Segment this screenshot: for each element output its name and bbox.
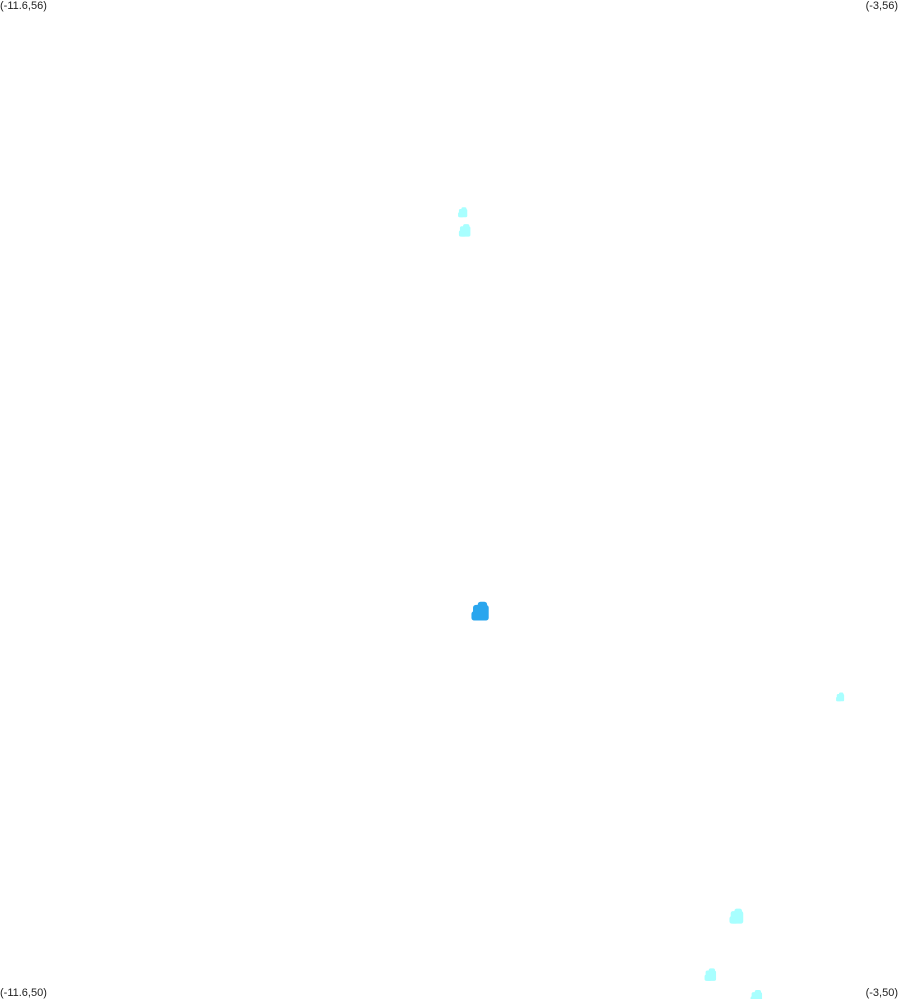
map-feature-block — [754, 990, 762, 996]
map-feature-block — [463, 224, 470, 230]
feature-layer — [458, 207, 845, 999]
map-feature-block — [734, 908, 742, 915]
map-feature-block — [458, 230, 467, 237]
map-feature-block — [704, 974, 712, 981]
map-feature-1 — [458, 207, 468, 218]
map-feature-5 — [729, 908, 744, 924]
map-feature-6 — [704, 968, 717, 981]
map-feature-block — [729, 916, 739, 924]
map-feature-block — [477, 601, 488, 610]
corner-label-bottom-right: (-3,50) — [865, 987, 898, 999]
corner-label-top-right: (-3,56) — [865, 0, 898, 12]
map-feature-4 — [836, 692, 845, 702]
map-feature-block — [836, 696, 842, 702]
map-feature-7 — [750, 990, 763, 999]
corner-label-top-left: (-11.6,56) — [0, 0, 47, 12]
map-feature-block — [838, 692, 844, 697]
map-feature-block — [471, 611, 483, 621]
map-feature-block — [458, 212, 464, 218]
map-feature-block — [461, 207, 467, 212]
corner-label-bottom-left: (-11.6,50) — [0, 987, 47, 999]
map-feature-2 — [458, 224, 471, 237]
map-feature-block — [750, 996, 758, 999]
map-feature-3 — [471, 601, 489, 621]
map-feature-block — [708, 968, 716, 974]
